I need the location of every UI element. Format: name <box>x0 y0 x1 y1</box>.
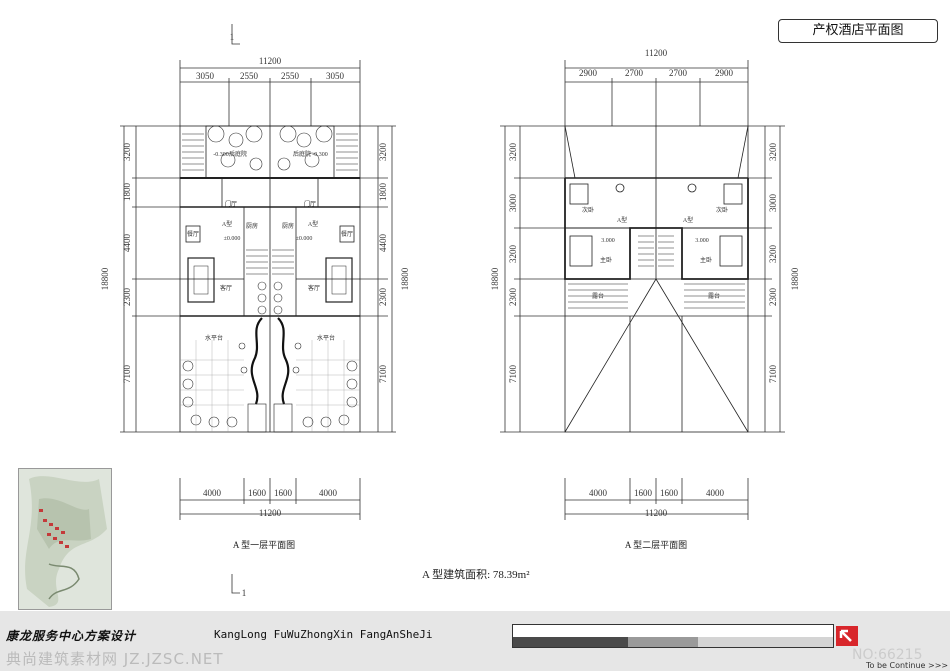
plan2-left-dim-3: 2300 <box>508 288 518 307</box>
plan1-left-dim-2: 4400 <box>122 234 132 253</box>
plan2-top-dim-1: 2700 <box>625 68 644 78</box>
plan1-right-dim-1: 1800 <box>378 183 388 202</box>
plan1-left-total: 18800 <box>100 267 110 290</box>
plan1-top-dim-0: 3050 <box>196 71 215 81</box>
plan2-right-dim-1: 3000 <box>768 194 778 213</box>
plan1-level-back-right: -0.300 <box>312 152 328 158</box>
plan1-label-dining-left: 餐厅 <box>187 230 199 238</box>
plan1-bottom-dim-3: 4000 <box>319 488 338 498</box>
plan1-left-dim-4: 7100 <box>122 365 132 384</box>
plan1-right-total: 18800 <box>400 267 410 290</box>
plan1-top-dim-2: 2550 <box>281 71 300 81</box>
section-mark-number-bottom: 1 <box>242 588 247 598</box>
plan2-left-dim-1: 3000 <box>508 194 518 213</box>
area-note: A 型建筑面积: 78.39m² <box>422 569 530 581</box>
plan1-label-dining-right: 餐厅 <box>341 230 353 238</box>
plan1-top-dim-3: 3050 <box>326 71 345 81</box>
plan1-trees <box>182 125 358 428</box>
plan2-label-master-left: 主卧 <box>600 256 612 264</box>
plan1-right-dim-4: 7100 <box>378 365 388 384</box>
plan2-left-total: 18800 <box>490 267 500 290</box>
plan2-top-dim-3: 2900 <box>715 68 734 78</box>
floor-plan-drawing: 1 1 11200 3050 2550 2550 3050 4000 1600 … <box>100 24 800 598</box>
plan1-bottom-dim-2: 1600 <box>274 488 293 498</box>
scale-seg-2 <box>628 637 698 647</box>
plan2-top-dim-2: 2700 <box>669 68 688 78</box>
plan2-bottom-dim-3: 4000 <box>706 488 725 498</box>
plan2-left-dim-2: 3200 <box>508 245 518 264</box>
continue-label[interactable]: To be Continue >>> <box>866 661 949 670</box>
plan2-top-dim-0: 2900 <box>579 68 598 78</box>
plan2-right-total: 18800 <box>790 267 800 290</box>
plan1-right-dim-0: 3200 <box>378 143 388 162</box>
plan2-label-balcony-left: 露台 <box>592 292 604 300</box>
site-location-map <box>18 468 112 610</box>
page-title: 产权酒店平面图 <box>778 19 938 43</box>
plan2-right-dim-4: 7100 <box>768 365 778 384</box>
plan2-label-balcony-right: 露台 <box>708 292 720 300</box>
plan1-label-backyard-left: 后庭院 <box>229 150 247 158</box>
plan2-left-dim-4: 7100 <box>508 365 518 384</box>
plan2-right-dim-2: 3200 <box>768 245 778 264</box>
plan2-right-dim-0: 3200 <box>768 143 778 162</box>
drawing-number: NO:66215 <box>852 647 923 663</box>
plan1-caption: A 型一层平面图 <box>233 540 295 550</box>
plan1-label-door-right: 门厅 <box>304 200 316 208</box>
plan1-label-kitchen-right: 厨房 <box>282 222 294 230</box>
plan1-top-total: 11200 <box>259 56 282 66</box>
scale-seg-3 <box>698 637 833 647</box>
plan1-level-zero-left: ±0.000 <box>224 236 241 242</box>
plan1-label-type-left: A型 <box>222 220 232 228</box>
plan1-label-door-left: 门厅 <box>225 200 237 208</box>
plan1-label-terrace-left: 水平台 <box>205 334 223 342</box>
plan2-top-total: 11200 <box>645 48 668 58</box>
plan1-bottom-dim-0: 4000 <box>203 488 222 498</box>
plan2-dim-lines <box>500 60 785 520</box>
project-name-cn: 康龙服务中心方案设计 <box>6 629 137 643</box>
next-arrow-icon[interactable] <box>836 626 858 646</box>
plan1-top-dim-1: 2550 <box>240 71 259 81</box>
plan2-label-second-bed-left: 次卧 <box>582 206 594 214</box>
plan1-left-dim-0: 3200 <box>122 143 132 162</box>
plan2-label-type-right: A型 <box>683 216 693 224</box>
plan2-left-dim-0: 3200 <box>508 143 518 162</box>
plan1-label-terrace-right: 水平台 <box>317 334 335 342</box>
plan2-caption: A 型二层平面图 <box>625 540 687 550</box>
plan1-level-back-left: -0.300 <box>213 152 229 158</box>
plan1-bottom-dim-1: 1600 <box>248 488 267 498</box>
plan1-label-kitchen-left: 厨房 <box>246 222 258 230</box>
plan2-bottom-dim-2: 1600 <box>660 488 679 498</box>
scale-seg-1 <box>513 637 628 647</box>
plan1-label-living-left: 客厅 <box>220 284 232 292</box>
plan1-bottom-total: 11200 <box>259 508 282 518</box>
plan1-walls <box>179 125 361 433</box>
plan2-label-master-right: 主卧 <box>700 256 712 264</box>
plan2-bottom-dim-1: 1600 <box>634 488 653 498</box>
plan2-right-dim-3: 2300 <box>768 288 778 307</box>
plan1-level-zero-right: ±0.000 <box>296 236 313 242</box>
plan1-left-dim-3: 2300 <box>122 288 132 307</box>
plan1-label-living-right: 客厅 <box>308 284 320 292</box>
plan1-right-dim-2: 4400 <box>378 234 388 253</box>
plan2-level-left: 3.000 <box>601 238 615 244</box>
project-name-en: KangLong FuWuZhongXin FangAnSheJi <box>214 628 433 641</box>
plan1-left-dim-1: 1800 <box>122 183 132 202</box>
plan2-bottom-total: 11200 <box>645 508 668 518</box>
scale-bar <box>512 624 834 648</box>
plan2-label-second-bed-right: 次卧 <box>716 206 728 214</box>
plan2-walls <box>564 125 749 433</box>
section-mark-number: 1 <box>230 32 235 42</box>
plan1-label-type-right: A型 <box>308 220 318 228</box>
plan1-right-dim-3: 2300 <box>378 288 388 307</box>
section-mark-top <box>231 24 240 45</box>
watermark: 典尚建筑素材网 JZ.JZSC.NET <box>6 650 224 668</box>
section-mark-bottom <box>231 574 240 594</box>
plan2-label-type-left: A型 <box>617 216 627 224</box>
plan2-level-right: 3.000 <box>695 238 709 244</box>
plan1-label-backyard-right: 后庭院 <box>293 150 311 158</box>
plan2-bottom-dim-0: 4000 <box>589 488 608 498</box>
plan1-dim-lines <box>120 60 396 520</box>
